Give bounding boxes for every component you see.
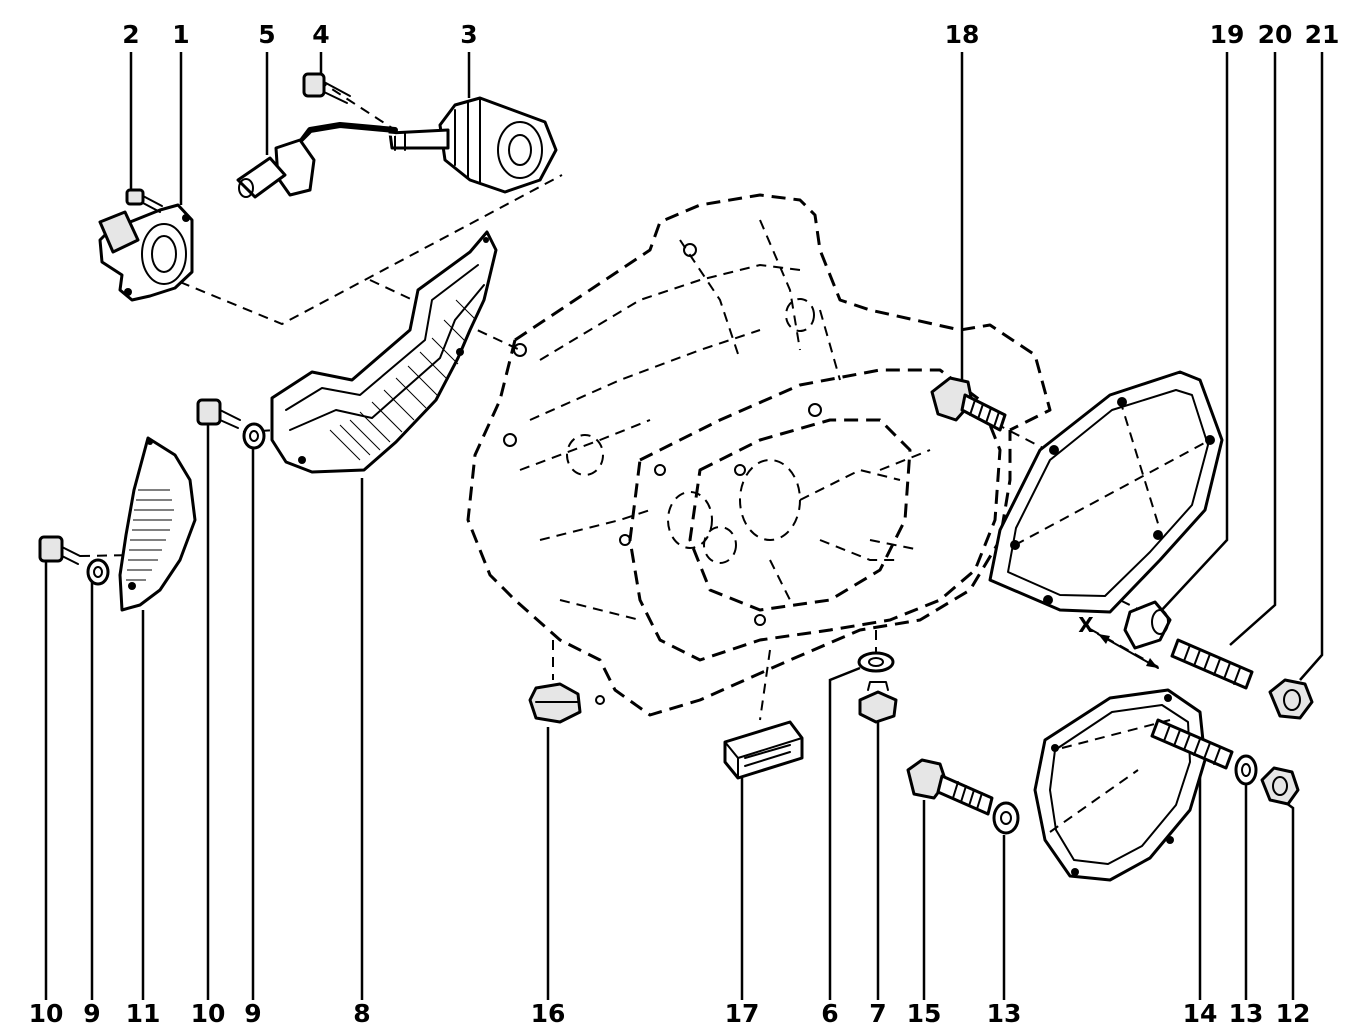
callout-16: 16 [531, 999, 566, 1028]
callout-2: 2 [122, 20, 139, 49]
leader-lines [44, 52, 1324, 1000]
part-10-bolt-upper [196, 398, 241, 429]
part-5-pipe-union [236, 122, 398, 199]
callout-4: 4 [312, 20, 329, 49]
callout-21: 21 [1305, 20, 1340, 49]
part-14-stud [1150, 718, 1234, 770]
callout-6: 6 [821, 999, 838, 1028]
lower-cover-plate [1033, 688, 1207, 882]
part-15-bolt [906, 758, 994, 816]
dimension-x-label: X [1078, 613, 1094, 637]
part-9-washer-upper [242, 422, 266, 450]
part-2-bolt [125, 188, 163, 213]
callout-17: 17 [725, 999, 760, 1028]
callout-10: 10 [29, 999, 64, 1028]
rear-cover-plate [988, 370, 1224, 614]
callout-13: 13 [987, 999, 1022, 1028]
callout-15: 15 [907, 999, 942, 1028]
part-8-housing-cover [270, 230, 498, 474]
callout-19: 19 [1210, 20, 1245, 49]
part-16-plug [528, 682, 582, 724]
part-10-bolt-lower [38, 535, 81, 565]
callout-3: 3 [460, 20, 477, 49]
part-21-nut [1268, 678, 1314, 720]
callout-11: 11 [126, 999, 161, 1028]
callout-1: 1 [172, 20, 189, 49]
callout-12: 12 [1276, 999, 1311, 1028]
part-11-cover-plate [118, 436, 197, 612]
part-9-washer-lower [86, 558, 110, 586]
part-7-drain-plug [858, 681, 898, 724]
callout-5: 5 [258, 20, 275, 49]
part-17-label-block [723, 720, 804, 780]
part-13-washer-right [1234, 754, 1258, 786]
dimension-x: X [1078, 613, 1159, 669]
plate-hatching [126, 489, 174, 581]
callout-7: 7 [869, 999, 886, 1028]
callout-8: 8 [353, 999, 370, 1028]
part-3-slave-cylinder [388, 96, 558, 194]
part-20-stud [1170, 638, 1254, 690]
part-19-sleeve [1123, 600, 1172, 650]
callout-13: 13 [1229, 999, 1264, 1028]
callout-9: 9 [244, 999, 261, 1028]
callout-20: 20 [1258, 20, 1293, 49]
part-18-stud-bolt [930, 376, 1007, 432]
part-1-bearing-guide [98, 203, 194, 302]
part-13-washer-left [992, 801, 1020, 835]
callout-14: 14 [1183, 999, 1218, 1028]
callout-10: 10 [191, 999, 226, 1028]
callout-labels-top: 2 1 5 4 3 18 19 20 21 [122, 20, 1339, 49]
part-4-bolt [302, 72, 351, 104]
callout-labels-bottom: 10 9 11 10 9 8 16 17 6 7 15 13 14 13 12 [29, 999, 1311, 1028]
part-6-washer [857, 651, 895, 673]
cover-hatching [329, 299, 477, 461]
part-12-nut [1260, 766, 1300, 806]
callout-18: 18 [945, 20, 980, 49]
gearbox-housing [466, 193, 1052, 717]
callout-9: 9 [83, 999, 100, 1028]
